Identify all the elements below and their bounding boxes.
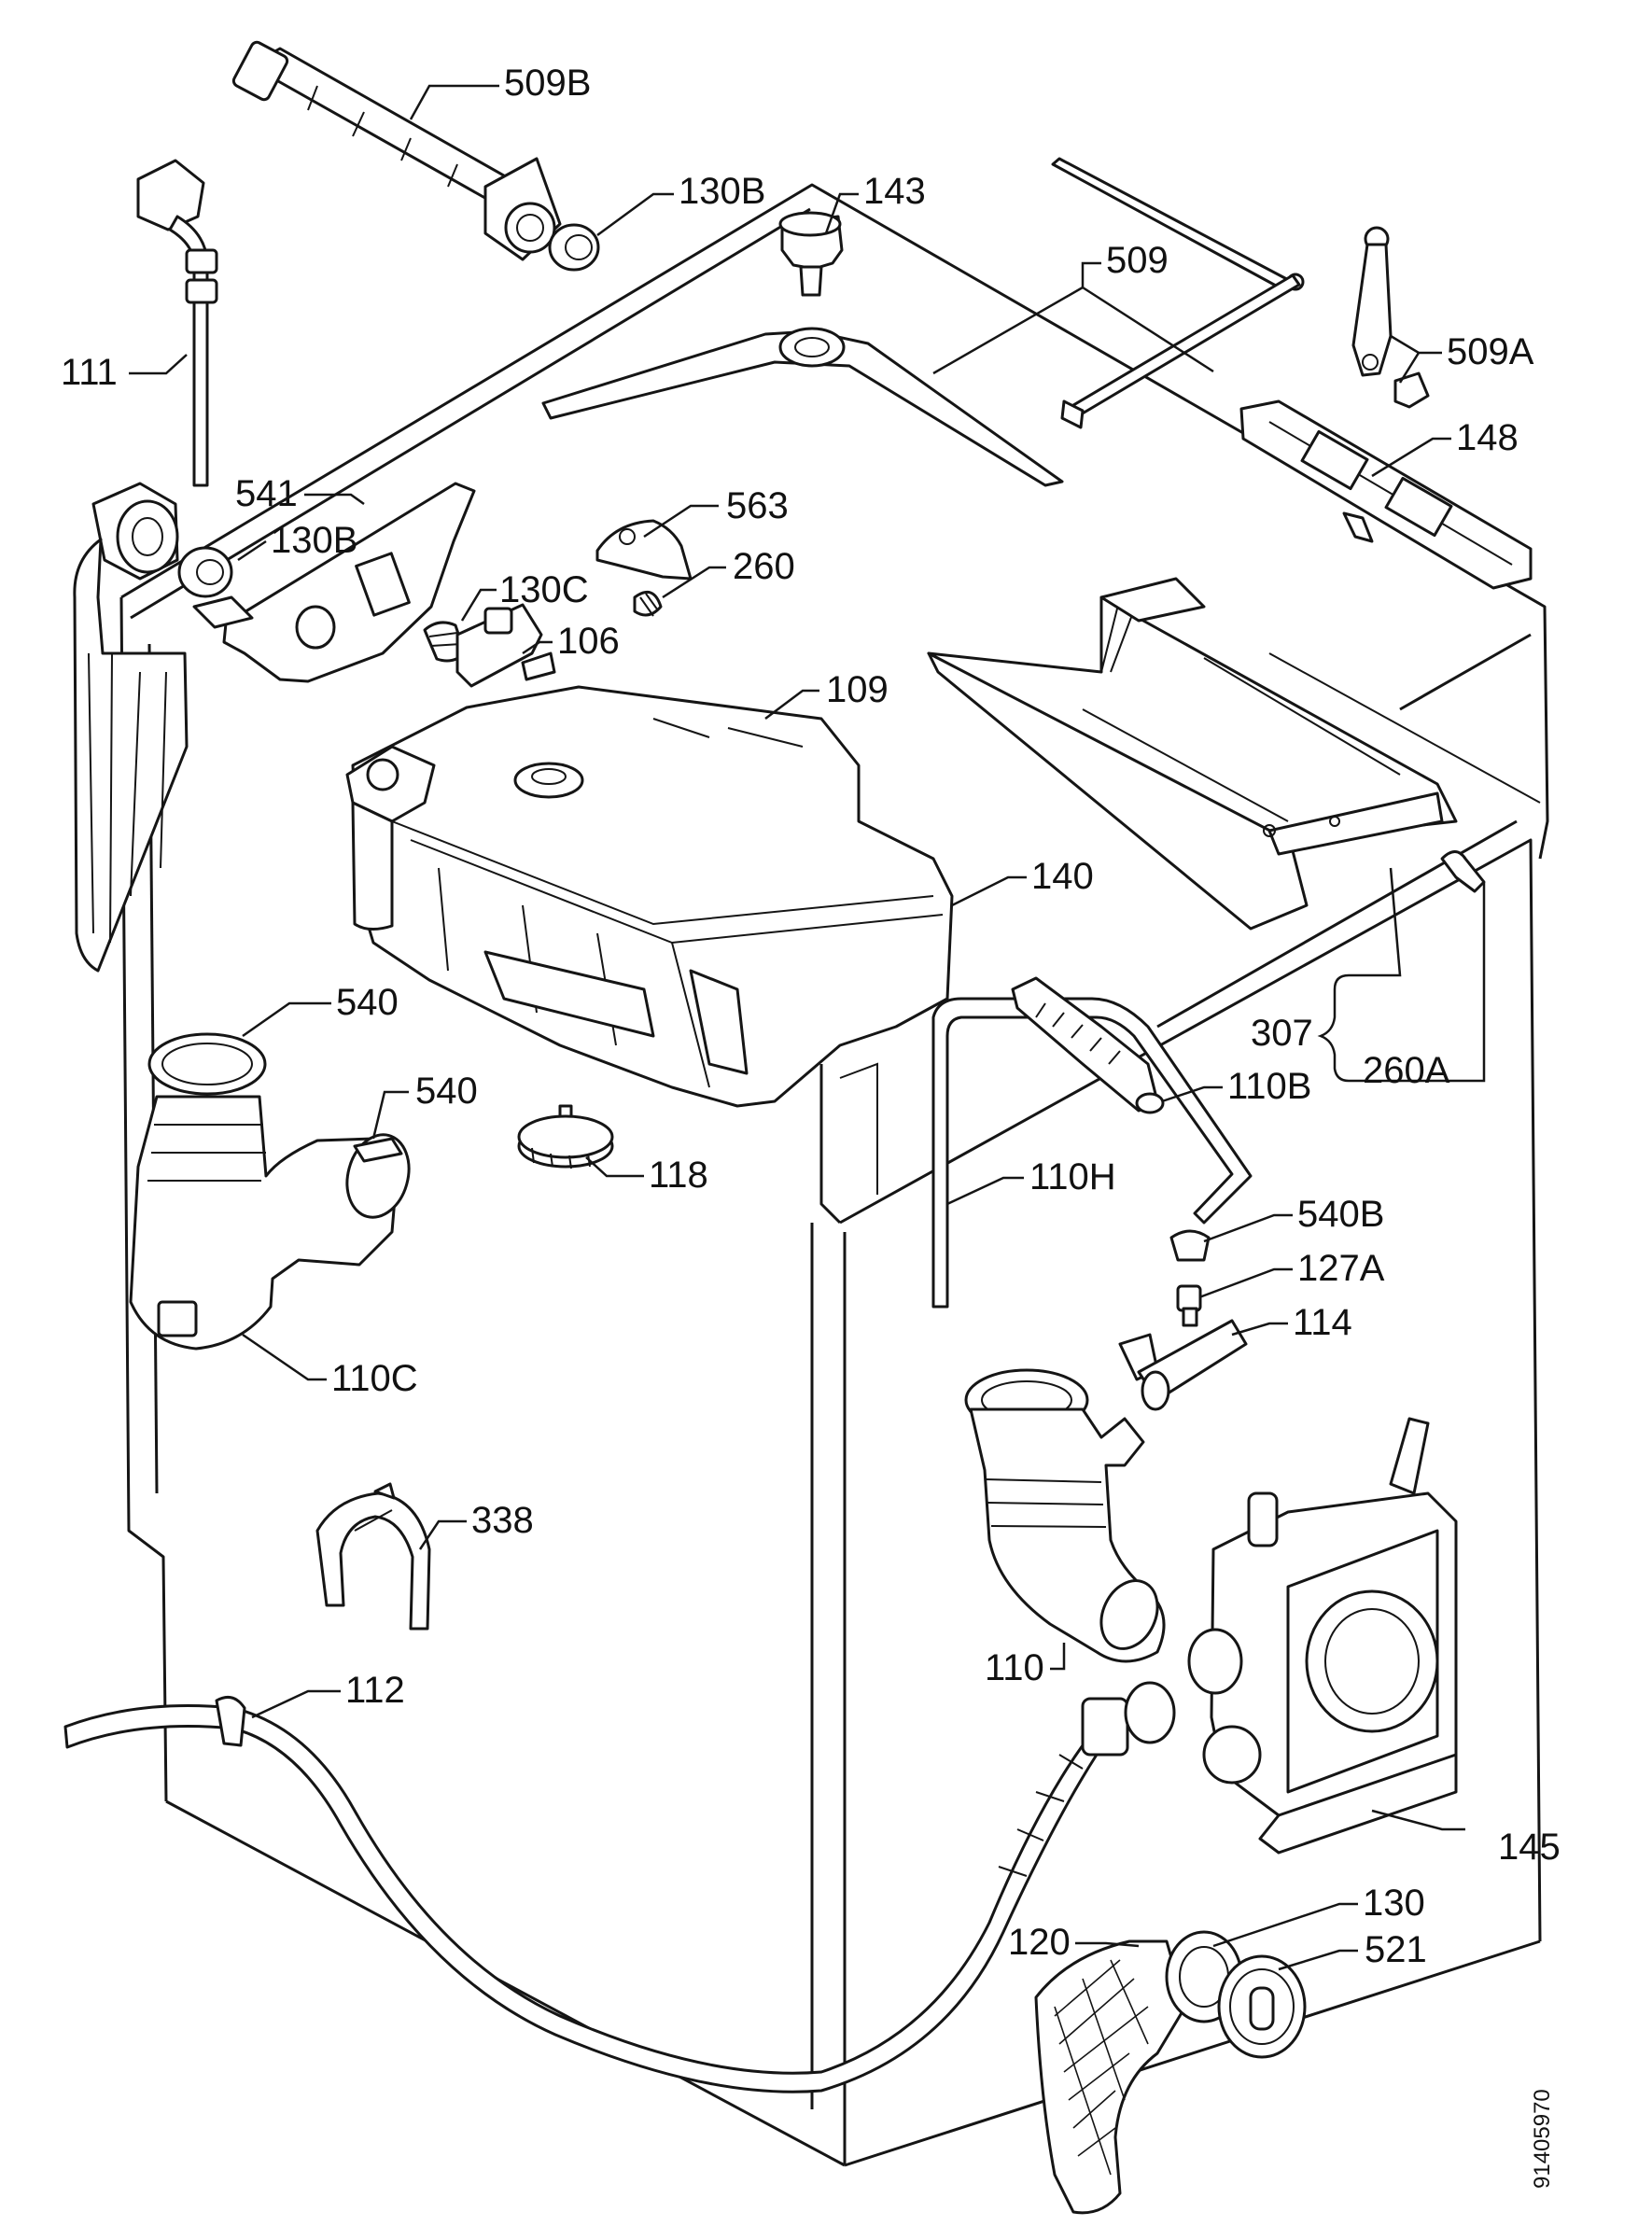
label-509B: 509B xyxy=(504,63,591,104)
label-148: 148 xyxy=(1456,417,1519,458)
label-110H: 110H xyxy=(1029,1156,1116,1197)
part-338-clip xyxy=(315,1482,431,1631)
label-509A: 509A xyxy=(1447,331,1534,372)
label-110: 110 xyxy=(985,1647,1044,1688)
label-112: 112 xyxy=(345,1670,405,1711)
part-148-dispenser-insert xyxy=(1239,399,1533,590)
part-540-clamp-hose xyxy=(129,1032,411,1351)
part-540B-clamp xyxy=(1169,1229,1211,1262)
part-106-valve xyxy=(455,603,556,688)
part-260-spring xyxy=(633,590,663,617)
label-130B: 130B xyxy=(271,520,357,561)
label-127A: 127A xyxy=(1297,1248,1385,1289)
part-521-cap xyxy=(1217,1954,1307,2059)
label-120: 120 xyxy=(1008,1922,1071,1963)
part-127A-nozzle xyxy=(1176,1284,1202,1327)
label-143: 143 xyxy=(863,171,926,212)
part-140-detergent-drawer xyxy=(927,577,1486,931)
part-labels: 509B 130B 143 509 509A 111 148 541 130B … xyxy=(61,63,1561,2189)
part-110B-hose xyxy=(1011,976,1165,1114)
label-109: 109 xyxy=(826,669,889,710)
label-521: 521 xyxy=(1365,1929,1427,1970)
part-541-panel xyxy=(192,482,476,683)
label-106: 106 xyxy=(557,621,620,662)
label-118: 118 xyxy=(649,1155,708,1196)
label-540B: 540B xyxy=(1297,1194,1384,1235)
part-509-lever xyxy=(541,157,1305,487)
part-509A-bracket xyxy=(1351,226,1430,409)
label-307: 307 xyxy=(1251,1013,1313,1054)
part-114-jet xyxy=(1118,1319,1248,1411)
part-143-knob xyxy=(778,211,844,297)
label-540: 540 xyxy=(415,1071,478,1112)
part-112-drain-hose xyxy=(63,1681,1176,2093)
leader-lines xyxy=(129,84,1486,1971)
label-541: 541 xyxy=(235,473,298,514)
part-110H-hose xyxy=(931,997,1253,1309)
part-118-rotor xyxy=(517,1104,614,1169)
label-260: 260 xyxy=(733,546,795,587)
label-145: 145 xyxy=(1498,1827,1561,1868)
label-140: 140 xyxy=(1031,856,1094,897)
label-114: 114 xyxy=(1293,1302,1352,1343)
label-509: 509 xyxy=(1106,240,1169,281)
label-540-top: 540 xyxy=(336,982,399,1023)
label-260A: 260A xyxy=(1363,1050,1450,1091)
label-130: 130 xyxy=(1363,1883,1425,1924)
label-130C: 130C xyxy=(499,569,589,610)
cabinet-outline xyxy=(119,183,1549,2167)
label-130B-top: 130B xyxy=(679,171,765,212)
part-145-sump xyxy=(1187,1417,1458,1855)
part-130B-top-nut xyxy=(548,223,600,272)
part-120-filter xyxy=(1034,1939,1187,2215)
part-109-dispenser-housing xyxy=(345,685,954,1108)
label-110B: 110B xyxy=(1227,1066,1311,1107)
part-130B-nut xyxy=(177,546,233,598)
label-110C: 110C xyxy=(331,1358,418,1399)
document-id: 91405970 xyxy=(1530,2089,1555,2189)
part-563-clip xyxy=(595,519,693,581)
part-110-sump-hose xyxy=(964,1368,1166,1663)
part-509B-inlet-pipe xyxy=(231,40,562,261)
label-111: 111 xyxy=(61,352,118,393)
label-563: 563 xyxy=(726,485,789,526)
part-111-inlet-hose xyxy=(73,159,218,973)
label-338: 338 xyxy=(471,1500,534,1541)
